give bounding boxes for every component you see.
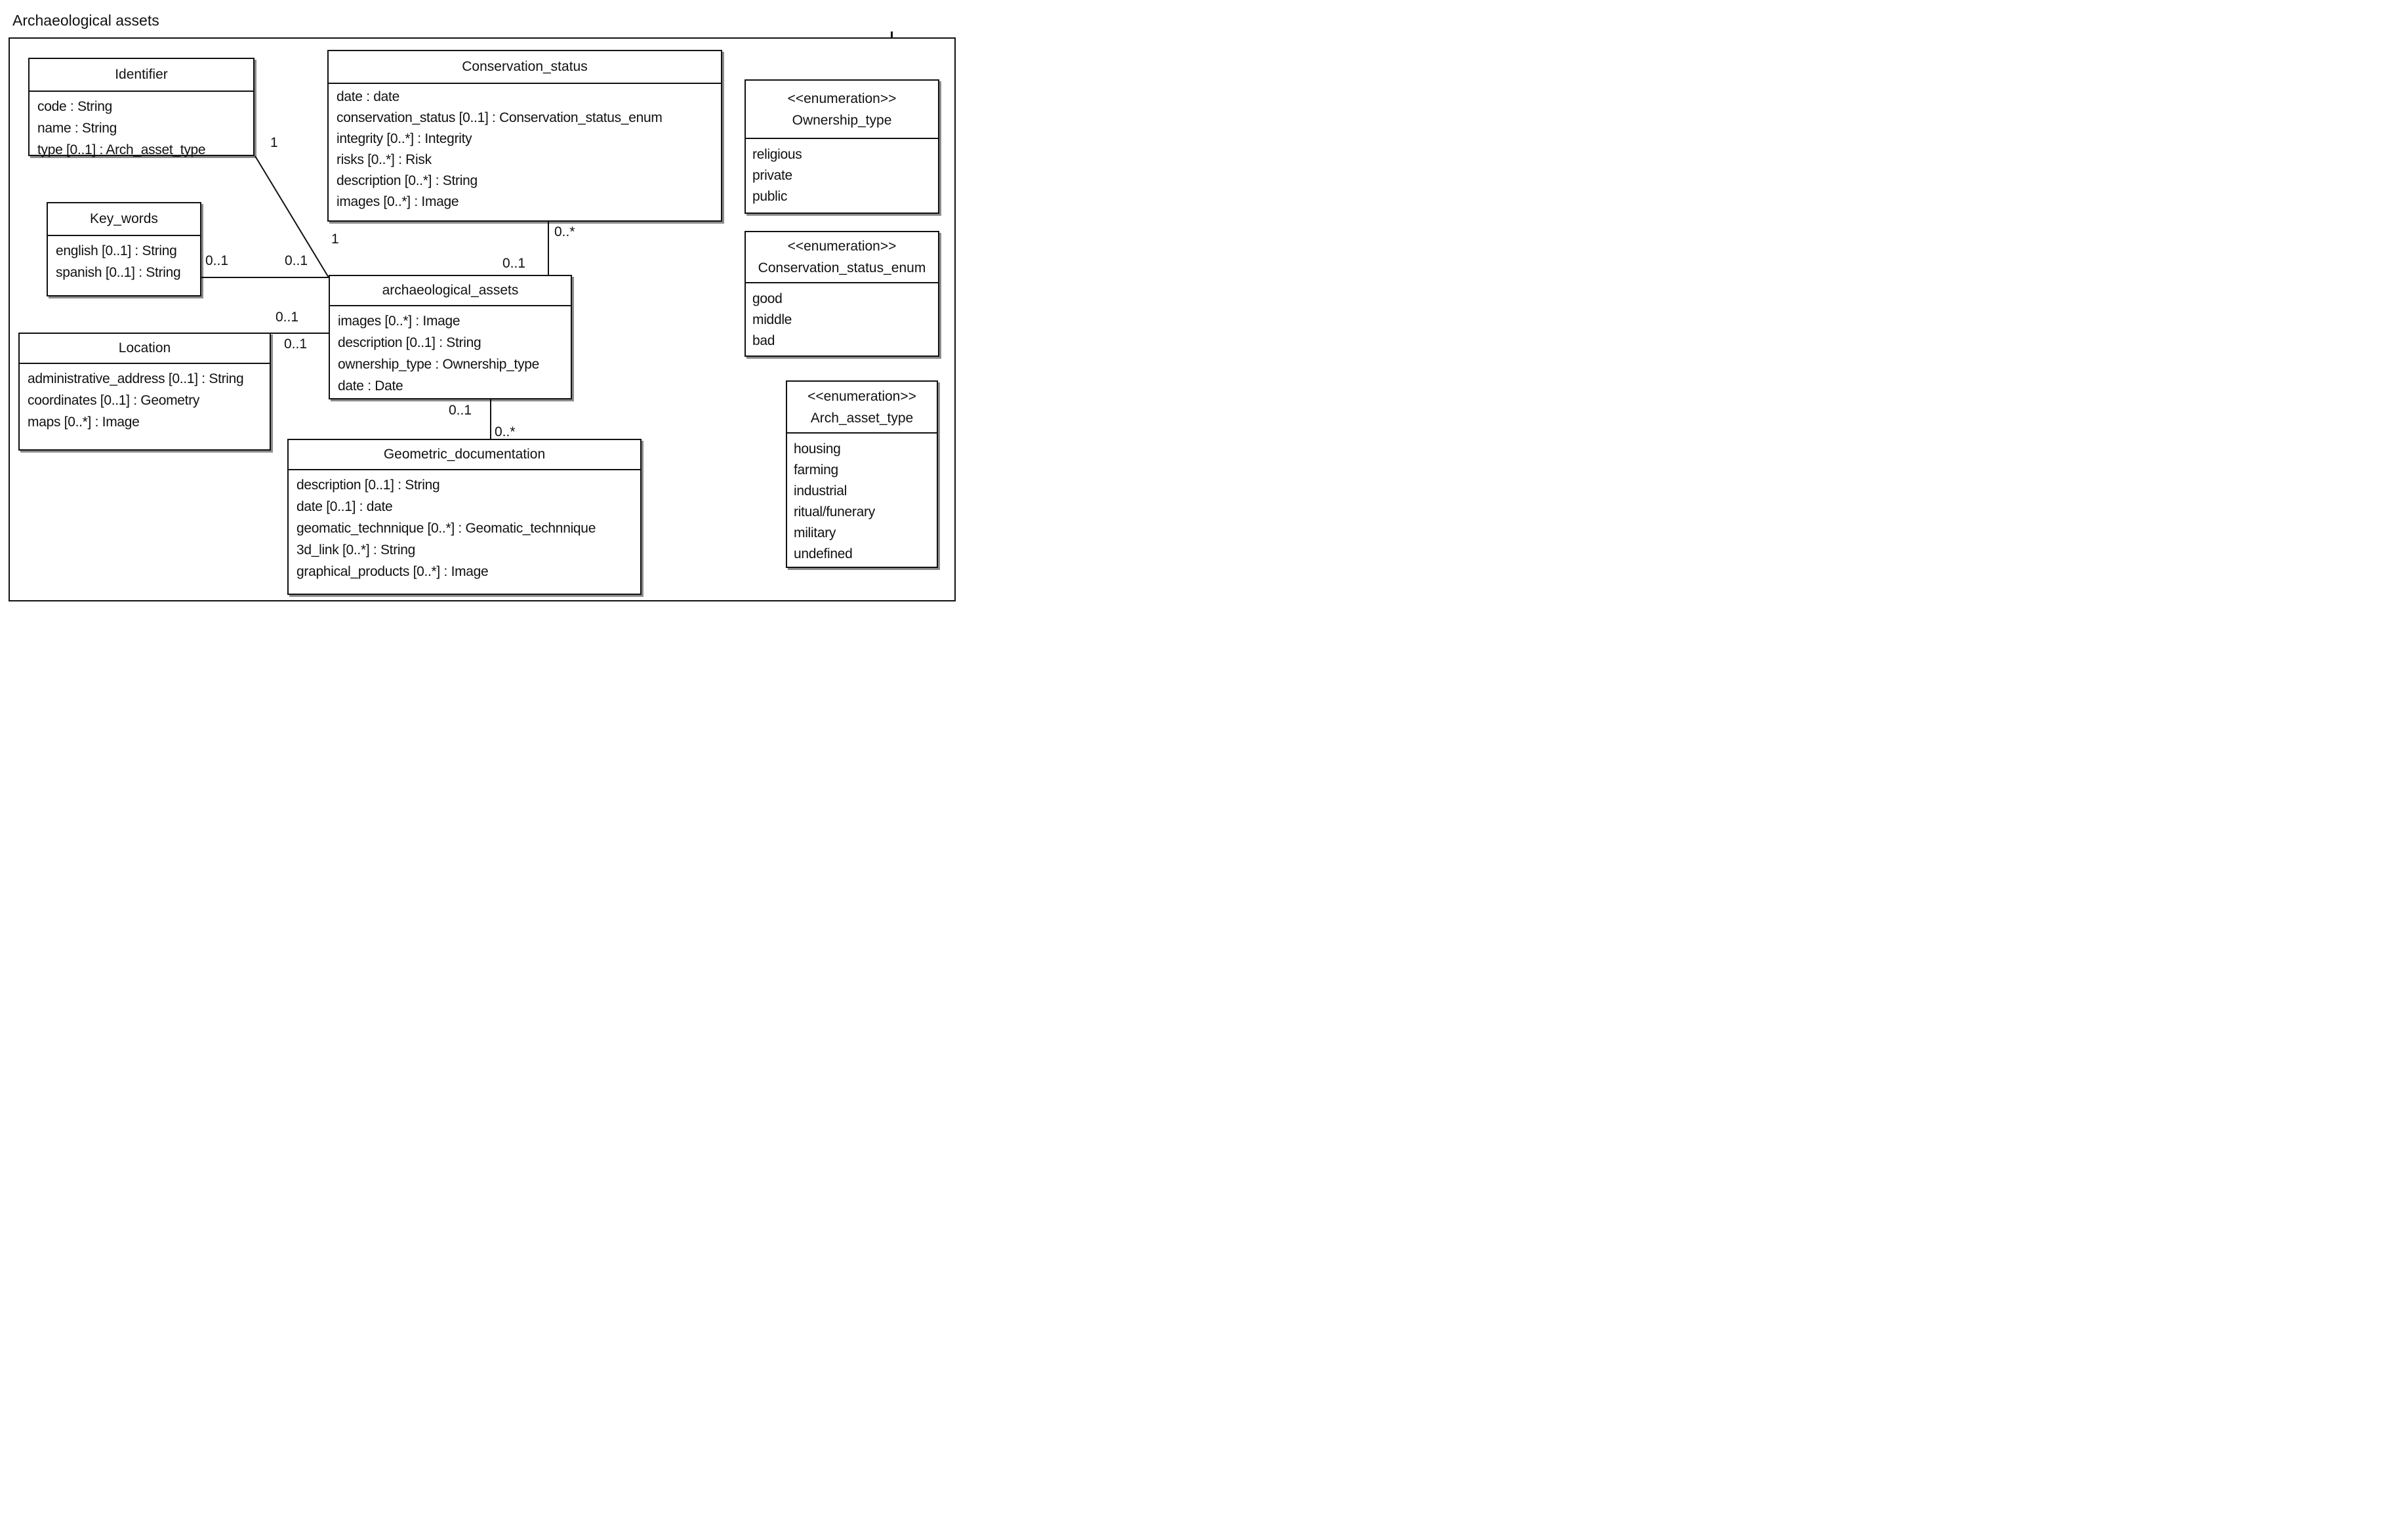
- uml-diagram-canvas: Archaeological assets Identifier code : …: [0, 0, 963, 609]
- enum-arch-asset-type[interactable]: <<enumeration>> Arch_asset_type housing …: [786, 380, 938, 568]
- multiplicity-identifier-end: 1: [270, 135, 278, 150]
- enum-ownership-type-name: Ownership_type: [792, 112, 892, 128]
- multiplicity-conservation-assets-end: 0..1: [502, 256, 526, 271]
- attribute: description [0..1] : String: [296, 477, 440, 493]
- class-conservation-status[interactable]: Conservation_status date : date conserva…: [327, 50, 722, 222]
- attribute: code : String: [37, 98, 112, 114]
- enum-value: military: [794, 525, 836, 540]
- multiplicity-conservation-end: 0..*: [554, 224, 575, 239]
- multiplicity-location-assets-end: 0..1: [284, 336, 308, 352]
- attribute: geomatic_technnique [0..*] : Geomatic_te…: [296, 520, 596, 536]
- attribute: spanish [0..1] : String: [56, 264, 181, 280]
- frame-tick-mark: [891, 31, 893, 38]
- class-geometric-documentation-attributes: description [0..1] : String date [0..1] …: [289, 470, 640, 582]
- enum-value: public: [752, 189, 788, 204]
- class-conservation-status-attributes: date : date conservation_status [0..1] :…: [329, 84, 721, 213]
- enum-value: religious: [752, 147, 802, 162]
- class-location-attributes: administrative_address [0..1] : String c…: [20, 364, 270, 433]
- class-archaeological-assets-name: archaeological_assets: [330, 276, 571, 306]
- attribute: type [0..1] : Arch_asset_type: [37, 142, 206, 157]
- enum-value: housing: [794, 441, 841, 457]
- enum-ownership-type[interactable]: <<enumeration>> Ownership_type religious…: [745, 79, 939, 214]
- enum-stereotype: <<enumeration>>: [787, 239, 897, 254]
- attribute: risks [0..*] : Risk: [337, 152, 432, 167]
- enum-conservation-status-enum[interactable]: <<enumeration>> Conservation_status_enum…: [745, 231, 939, 357]
- attribute: graphical_products [0..*] : Image: [296, 563, 489, 579]
- enum-value: industrial: [794, 483, 847, 498]
- enum-value: private: [752, 168, 792, 183]
- attribute: coordinates [0..1] : Geometry: [28, 392, 200, 408]
- multiplicity-keywords-end: 0..1: [205, 253, 229, 268]
- attribute: date : Date: [338, 378, 403, 394]
- enum-value: ritual/funerary: [794, 504, 875, 519]
- class-location[interactable]: Location administrative_address [0..1] :…: [18, 333, 271, 451]
- attribute: description [0..*] : String: [337, 173, 478, 188]
- class-geometric-documentation[interactable]: Geometric_documentation description [0..…: [287, 439, 642, 595]
- class-key-words-attributes: english [0..1] : String spanish [0..1] :…: [48, 236, 200, 283]
- attribute: name : String: [37, 120, 117, 136]
- enum-value: good: [752, 291, 783, 306]
- enum-conservation-status-enum-name: Conservation_status_enum: [758, 260, 926, 275]
- multiplicity-keywords-assets-end: 0..1: [285, 253, 308, 268]
- attribute: description [0..1] : String: [338, 335, 481, 350]
- enum-value: undefined: [794, 546, 853, 561]
- enum-arch-asset-type-values: housing farming industrial ritual/funera…: [787, 434, 937, 565]
- class-identifier[interactable]: Identifier code : String name : String t…: [28, 58, 255, 157]
- enum-stereotype: <<enumeration>>: [787, 91, 897, 106]
- enum-value: farming: [794, 462, 838, 477]
- multiplicity-geometric-assets-end: 0..1: [449, 403, 472, 418]
- class-conservation-status-name: Conservation_status: [329, 51, 721, 84]
- enum-stereotype: <<enumeration>>: [807, 388, 916, 404]
- class-identifier-name: Identifier: [30, 59, 253, 92]
- attribute: 3d_link [0..*] : String: [296, 542, 416, 558]
- attribute: administrative_address [0..1] : String: [28, 371, 244, 386]
- enum-arch-asset-type-name: Arch_asset_type: [810, 410, 914, 426]
- attribute: conservation_status [0..1] : Conservatio…: [337, 110, 663, 125]
- class-geometric-documentation-name: Geometric_documentation: [289, 440, 640, 470]
- class-key-words[interactable]: Key_words english [0..1] : String spanis…: [47, 202, 201, 296]
- class-key-words-name: Key_words: [48, 203, 200, 236]
- attribute: maps [0..*] : Image: [28, 414, 140, 430]
- multiplicity-location-end: 0..1: [275, 310, 299, 325]
- enum-ownership-type-head: <<enumeration>> Ownership_type: [746, 81, 938, 139]
- enum-conservation-status-enum-head: <<enumeration>> Conservation_status_enum: [746, 232, 938, 283]
- class-archaeological-assets-attributes: images [0..*] : Image description [0..1]…: [330, 306, 571, 397]
- diagram-frame: [9, 37, 956, 601]
- enum-conservation-status-enum-values: good middle bad: [746, 283, 938, 352]
- attribute: ownership_type : Ownership_type: [338, 356, 540, 372]
- attribute: integrity [0..*] : Integrity: [337, 131, 472, 146]
- multiplicity-geometric-end: 0..*: [495, 424, 516, 439]
- attribute: english [0..1] : String: [56, 243, 177, 258]
- enum-value: middle: [752, 312, 792, 327]
- multiplicity-identifier-assets-end: 1: [331, 232, 339, 247]
- attribute: date [0..1] : date: [296, 498, 393, 514]
- class-location-name: Location: [20, 334, 270, 364]
- class-identifier-attributes: code : String name : String type [0..1] …: [30, 92, 253, 161]
- enum-ownership-type-values: religious private public: [746, 139, 938, 207]
- attribute: images [0..*] : Image: [337, 194, 459, 209]
- enum-value: bad: [752, 333, 775, 348]
- class-archaeological-assets[interactable]: archaeological_assets images [0..*] : Im…: [329, 275, 572, 399]
- enum-arch-asset-type-head: <<enumeration>> Arch_asset_type: [787, 382, 937, 434]
- attribute: date : date: [337, 89, 399, 104]
- diagram-title: Archaeological assets: [12, 12, 159, 29]
- attribute: images [0..*] : Image: [338, 313, 460, 329]
